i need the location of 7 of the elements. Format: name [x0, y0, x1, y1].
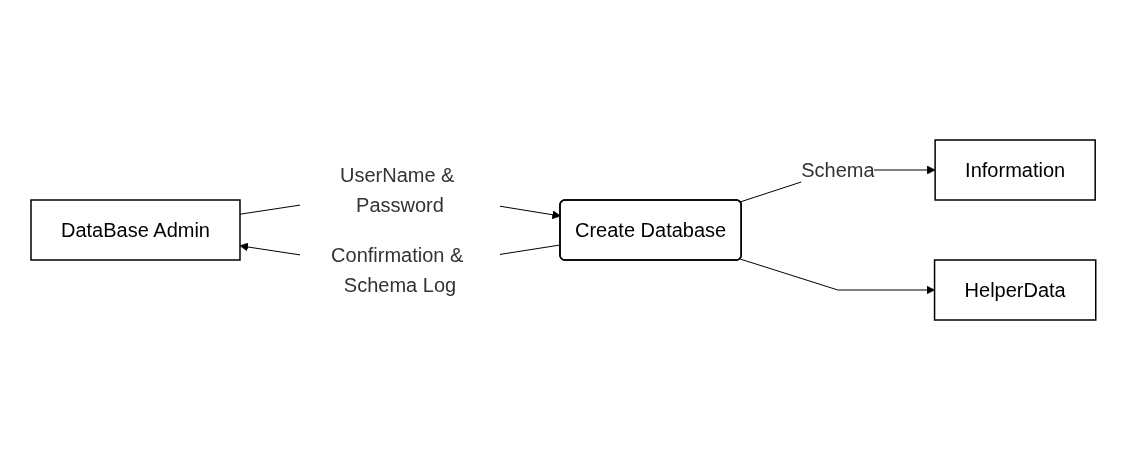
- edge-label: UserName & Password: [339, 163, 455, 216]
- node-box: HelperData: [933, 258, 1097, 321]
- node-box: DataBase Admin: [29, 198, 241, 261]
- node-box: Information: [934, 138, 1096, 201]
- edge-label: Confirmation & Schema Log: [330, 243, 463, 296]
- arrow: [739, 258, 935, 294]
- edge-label: Schema: [800, 158, 875, 181]
